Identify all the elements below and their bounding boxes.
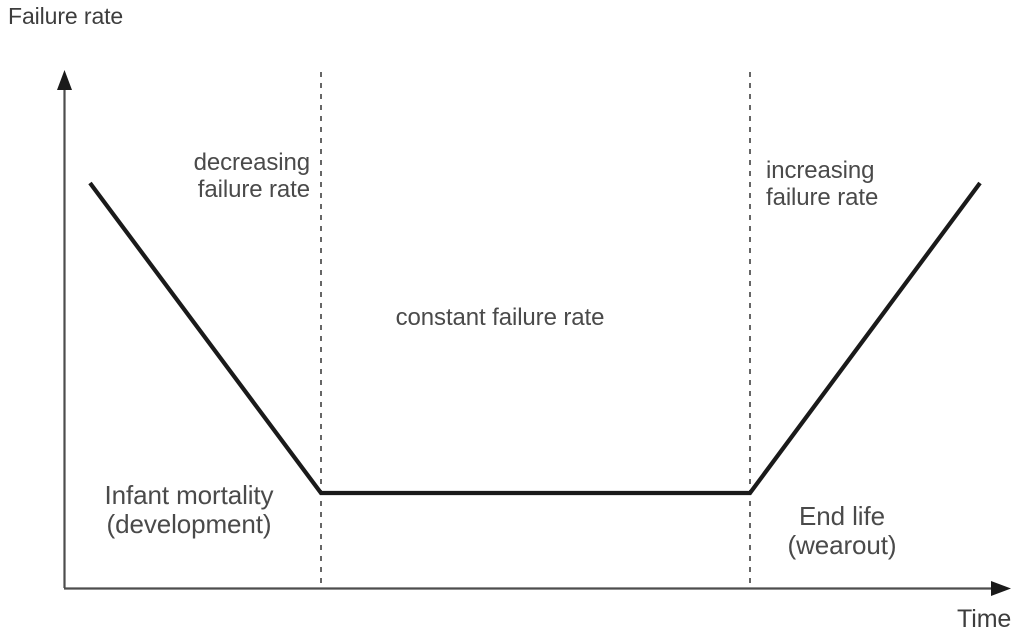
- x-axis: [64, 581, 1011, 596]
- annotation-decreasing-failure-rate: decreasing failure rate: [193, 149, 311, 203]
- y-axis: [57, 70, 72, 588]
- failure-rate-curve: [88, 181, 982, 496]
- y-axis-arrowhead-icon: [57, 70, 72, 90]
- x-axis-title: Time: [957, 605, 1012, 633]
- annotation-end-life: End life (wearout): [787, 501, 897, 561]
- annotation-infant-mortality: Infant mortality (development): [104, 480, 274, 540]
- annotation-constant-failure-rate: constant failure rate: [395, 304, 605, 331]
- annotation-increasing-failure-rate: increasing failure rate: [766, 157, 879, 211]
- x-axis-arrowhead-icon: [991, 581, 1011, 596]
- y-axis-title: Failure rate: [8, 3, 124, 29]
